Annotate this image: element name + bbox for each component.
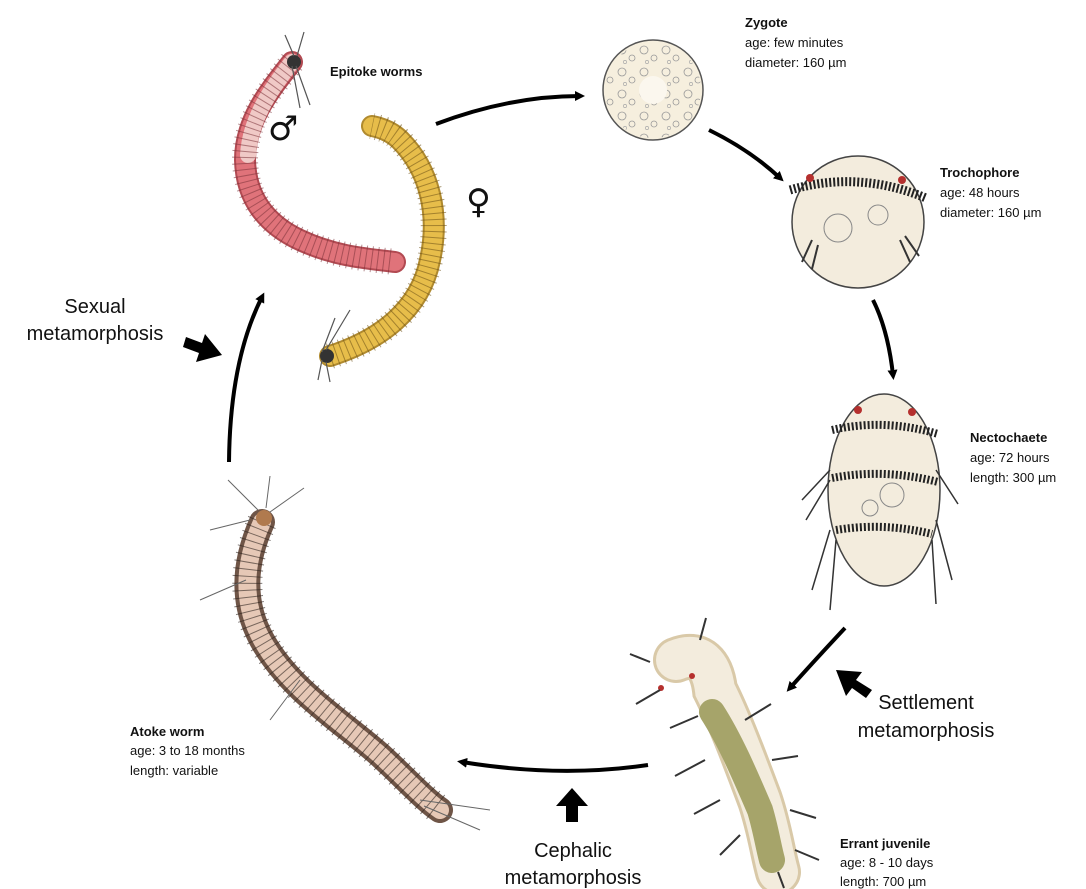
trochophore-illustration xyxy=(790,156,926,288)
epitoke-worms-title: Epitoke worms xyxy=(330,64,422,79)
errant-juvenile-illustration xyxy=(630,618,819,888)
trochophore-age: age: 48 hours xyxy=(940,185,1020,200)
arrow-nectochaete-to-juvenile xyxy=(790,628,845,688)
atoke-worm-illustration xyxy=(200,476,490,830)
zygote-illustration xyxy=(603,40,703,140)
zygote-age: age: few minutes xyxy=(745,35,844,50)
settlement-metamorphosis-line1: Settlement xyxy=(878,692,974,714)
arrow-juvenile-to-atoke xyxy=(462,762,648,771)
cephalic-metamorphosis-line2: metamorphosis xyxy=(505,867,642,889)
cycle-arrows xyxy=(229,96,893,771)
atoke-worm-age: age: 3 to 18 months xyxy=(130,743,245,758)
nectochaete-illustration xyxy=(802,394,958,610)
settlement-metamorphosis-label: Settlement metamorphosis xyxy=(836,670,994,742)
sexual-metamorphosis-label: Sexual metamorphosis xyxy=(27,296,222,362)
nectochaete-title: Nectochaete xyxy=(970,430,1047,445)
atoke-worm-label: Atoke worm age: 3 to 18 months length: v… xyxy=(130,724,245,778)
sexual-metamorphosis-line2: metamorphosis xyxy=(27,323,164,345)
trochophore-diameter: diameter: 160 µm xyxy=(940,205,1041,220)
errant-juvenile-length: length: 700 µm xyxy=(840,874,926,889)
nectochaete-length: length: 300 µm xyxy=(970,470,1056,485)
errant-juvenile-age: age: 8 - 10 days xyxy=(840,855,934,870)
female-symbol: ♀ xyxy=(466,182,491,222)
sexual-metamorphosis-pointer-icon xyxy=(183,334,222,362)
zygote-diameter: diameter: 160 µm xyxy=(745,55,846,70)
errant-juvenile-title: Errant juvenile xyxy=(840,836,930,851)
settlement-metamorphosis-line2: metamorphosis xyxy=(858,720,995,742)
trochophore-title: Trochophore xyxy=(940,165,1019,180)
zygote-title: Zygote xyxy=(745,15,788,30)
nectochaete-age: age: 72 hours xyxy=(970,450,1050,465)
cephalic-metamorphosis-line1: Cephalic xyxy=(534,840,612,862)
arrow-trochophore-to-nectochaete xyxy=(873,300,893,375)
cephalic-metamorphosis-label: Cephalic metamorphosis xyxy=(505,788,642,889)
errant-juvenile-label: Errant juvenile age: 8 - 10 days length:… xyxy=(840,836,934,889)
sexual-metamorphosis-line1: Sexual xyxy=(64,296,125,318)
cephalic-metamorphosis-pointer-icon xyxy=(556,788,588,822)
trochophore-label: Trochophore age: 48 hours diameter: 160 … xyxy=(940,165,1041,220)
nectochaete-label: Nectochaete age: 72 hours length: 300 µm xyxy=(970,430,1056,485)
arrow-atoke-to-epitoke xyxy=(229,297,262,462)
arrow-zygote-to-trochophore xyxy=(709,130,780,178)
arrow-epitoke-to-zygote xyxy=(436,96,580,124)
atoke-worm-title: Atoke worm xyxy=(130,724,204,739)
male-symbol: ♂ xyxy=(268,109,298,149)
epitoke-worms-illustration: ♂ ♀ Epitoke worms xyxy=(245,32,491,382)
atoke-worm-length: length: variable xyxy=(130,763,218,778)
settlement-metamorphosis-pointer-icon xyxy=(836,670,872,698)
zygote-label: Zygote age: few minutes diameter: 160 µm xyxy=(745,15,846,70)
